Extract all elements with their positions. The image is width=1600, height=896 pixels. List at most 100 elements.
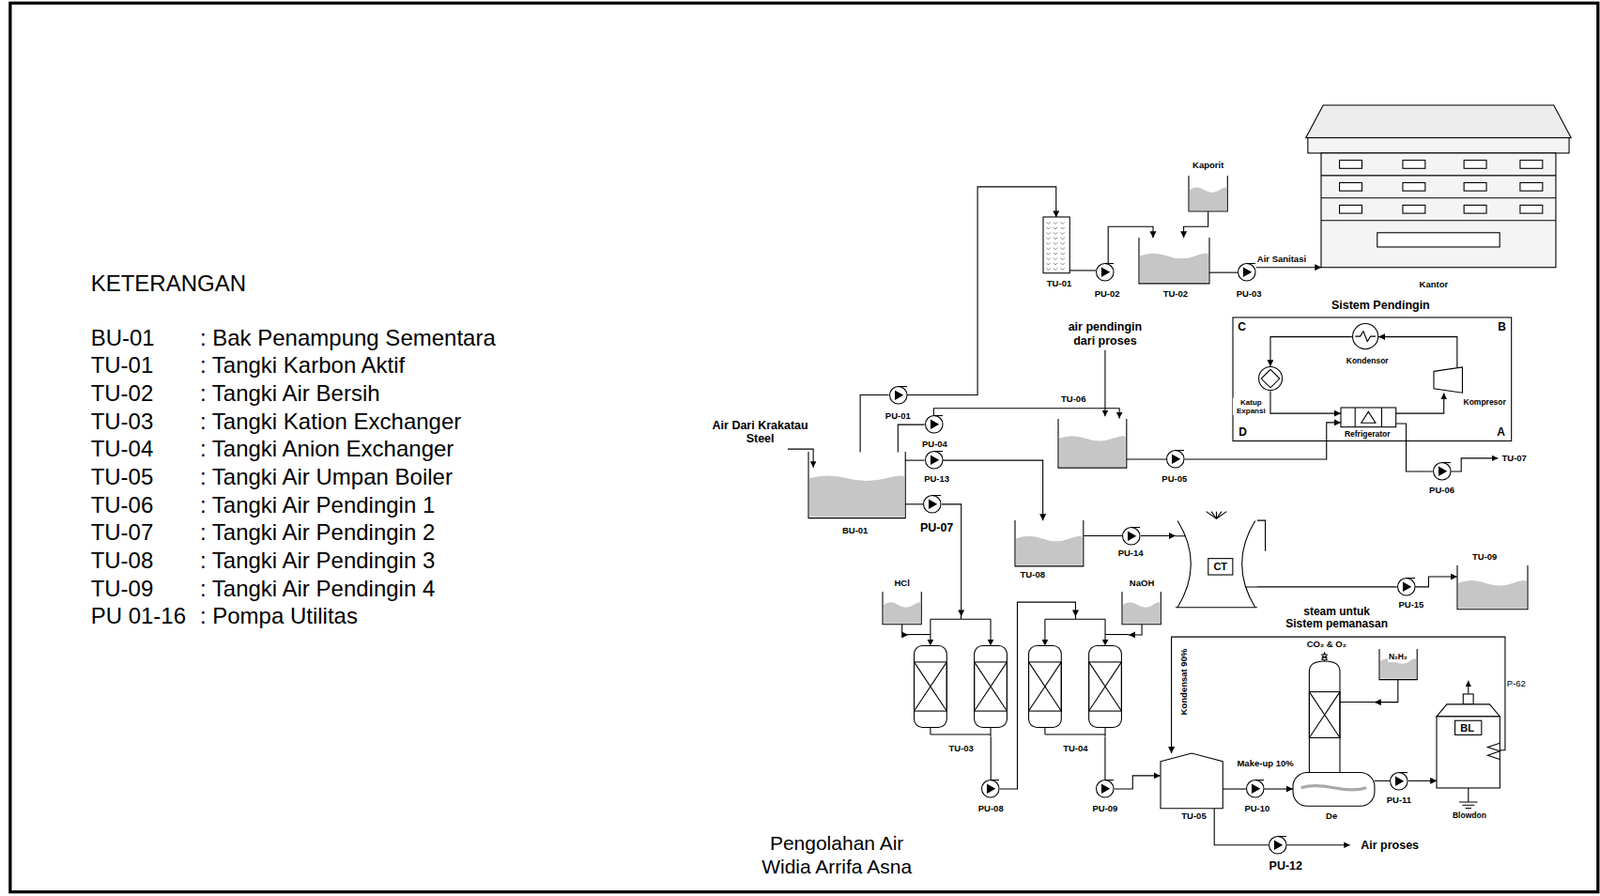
- building-body: [1321, 153, 1556, 268]
- tank-wall: [1015, 520, 1084, 567]
- pump-impeller: [987, 784, 996, 794]
- pump-symbol: PU-01: [889, 385, 908, 405]
- pump-casing: [924, 451, 942, 469]
- feed-tank-outline: [1160, 753, 1223, 809]
- carbon-bed: [1046, 243, 1050, 246]
- pump-symbol-outline: [924, 415, 944, 434]
- pump-impeller: [1402, 583, 1411, 592]
- shape-group: [1096, 780, 1114, 798]
- floor-line: [1321, 174, 1556, 176]
- window: [1339, 204, 1363, 214]
- carbon-bed: [1060, 232, 1064, 235]
- node-label: PU-12: [1268, 858, 1304, 872]
- storage-tank: N₂H₂: [1379, 648, 1417, 680]
- pipe-connector: [1000, 601, 1076, 789]
- tank-wall: [1138, 237, 1210, 284]
- tank-body: [1160, 753, 1223, 809]
- pipe-connector: [1126, 458, 1167, 460]
- pump-symbol-outline: [1268, 835, 1288, 855]
- pipe-connector: [1222, 787, 1247, 789]
- pump-symbol: PU-06: [1432, 461, 1452, 481]
- legend-text: : Tangki Kation Exchanger: [199, 408, 462, 435]
- sheet-frame: [10, 2, 1599, 892]
- legend-text: : Pompa Utilitas: [199, 603, 359, 631]
- vapour-ray: [1211, 510, 1216, 519]
- tower-pipe: [1257, 520, 1266, 552]
- legend-text: TU-01: [90, 353, 155, 380]
- refrigerator-triangle: [1361, 411, 1376, 423]
- refrigerator-unit-outline: [1340, 407, 1397, 428]
- carbon-bed: [1046, 247, 1050, 250]
- shape-group: [808, 451, 906, 519]
- water-fill: [1189, 186, 1227, 210]
- shape-group: [1268, 836, 1286, 854]
- boiler-roof: [1436, 704, 1500, 717]
- node-label: CT: [1212, 560, 1229, 573]
- pump-casing: [1432, 462, 1450, 480]
- tower-nozzle: [1175, 536, 1258, 587]
- resin-bed: [914, 661, 948, 711]
- pipe-connector: [860, 395, 889, 453]
- roof: [1306, 105, 1572, 139]
- pump-impeller: [930, 420, 939, 430]
- pump-symbol: PU-11: [1389, 771, 1409, 791]
- flow-label: steam untuk Sistem pemanasan: [1283, 605, 1390, 632]
- pump-outlet: [1105, 779, 1114, 781]
- legend-text: BU-01: [90, 324, 156, 352]
- shape-group: [1433, 367, 1462, 393]
- entrance: [1377, 232, 1500, 247]
- pipe-connector: [1270, 337, 1353, 368]
- shape-group: [907, 615, 1007, 737]
- shape-group: [1390, 771, 1408, 789]
- water-fill: [809, 476, 905, 518]
- shape-group: [1122, 591, 1161, 625]
- shape-group: [1123, 526, 1140, 544]
- floor-line: [1321, 197, 1556, 199]
- node-label: Refrigerator: [1343, 430, 1392, 440]
- carbon-bed: [1060, 262, 1064, 265]
- legend-text: : Tangki Air Pendingin 2: [199, 520, 436, 547]
- pump-symbol: PU-13: [924, 450, 944, 470]
- node-label: Sistem Pendingin: [1330, 298, 1431, 312]
- pump-symbol-outline: [924, 450, 944, 470]
- storage-tank-outline: [1058, 418, 1127, 468]
- node-label: PU-05: [1160, 473, 1188, 484]
- shape-group: [1246, 780, 1263, 798]
- stack-arrow: [1467, 680, 1469, 694]
- deaerator-column: [1308, 661, 1340, 772]
- pump-symbol-outline: [1166, 449, 1185, 469]
- carbon-bed: [1053, 237, 1058, 240]
- storage-tank-outline: [1015, 520, 1084, 567]
- shape-group: [923, 495, 941, 513]
- node-label: PU-04: [921, 438, 949, 449]
- tank-wall: [808, 451, 906, 519]
- shape-group: [1160, 753, 1223, 809]
- node-label: PU-02: [1093, 289, 1122, 300]
- shape-group: [1457, 565, 1528, 610]
- shape-group: [1167, 450, 1185, 468]
- shape-group: [1138, 237, 1210, 284]
- window: [1520, 160, 1543, 170]
- pump-outlet: [1105, 262, 1114, 264]
- node-label: Kompresor: [1462, 398, 1508, 408]
- node-label: B: [1496, 321, 1508, 335]
- carbon-bed: [1046, 262, 1050, 265]
- filter-shell: [1043, 216, 1070, 274]
- pipe-connector: [1184, 211, 1209, 238]
- roof-band: [1307, 138, 1570, 154]
- storage-tank: TU-06: [1058, 418, 1127, 468]
- legend-text: : Tangki Anion Exchanger: [199, 436, 455, 463]
- water-fill: [1139, 253, 1209, 283]
- resin-bed: [1089, 661, 1123, 711]
- collector-pipe: [1045, 727, 1106, 738]
- pump-impeller: [929, 499, 938, 508]
- node-label: D: [1237, 426, 1248, 440]
- storage-tank: TU-09: [1457, 565, 1528, 610]
- node-label: NaOH: [1128, 577, 1155, 588]
- tank-wall: [1188, 175, 1228, 212]
- outlet-arrow: [1450, 458, 1498, 472]
- legend-text: TU-06: [90, 492, 155, 519]
- carbon-filter-outline: [1043, 216, 1070, 274]
- water-fill: [1015, 536, 1083, 566]
- pump-symbol-outline: [1122, 526, 1141, 546]
